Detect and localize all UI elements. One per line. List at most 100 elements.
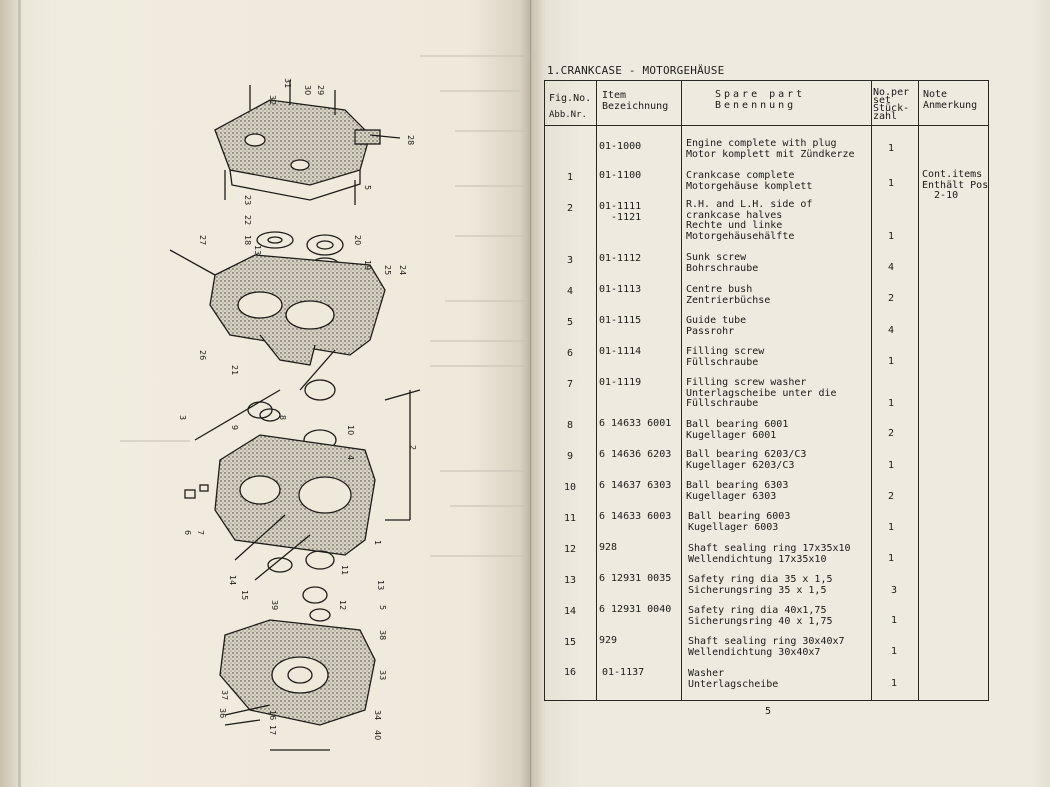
row-4-qty: 2	[888, 293, 895, 304]
row-6-desc: Filling screw Füllschraube	[686, 346, 765, 368]
svg-text:34: 34	[373, 710, 382, 720]
svg-text:10: 10	[346, 425, 355, 435]
row-10-desc: Ball bearing 6303 Kugellager 6303	[686, 480, 789, 502]
parts-table: Fig.No. Abb.Nr. Item Bezeichnung Spare p…	[544, 80, 989, 701]
header-fig-no: Fig.No.	[549, 93, 592, 104]
row-16-fig: 16	[564, 667, 577, 678]
row-11-desc: Ball bearing 6003 Kugellager 6003	[688, 511, 791, 533]
svg-text:26: 26	[198, 350, 207, 360]
row-15-item: 929	[599, 635, 618, 646]
row-2-fig: 2	[567, 203, 574, 214]
row-1-fig: 1	[567, 172, 574, 183]
header-set: set	[873, 95, 892, 106]
row-8-qty: 2	[888, 428, 895, 439]
row-15-desc: Shaft sealing ring 30x40x7 Wellendichtun…	[688, 636, 845, 658]
header-item: Item	[602, 90, 627, 101]
row-7-qty: 1	[888, 398, 895, 409]
svg-text:36: 36	[218, 708, 227, 718]
row-9-qty: 1	[888, 460, 895, 471]
svg-text:4: 4	[346, 455, 355, 460]
right-page	[531, 0, 1050, 787]
svg-text:6: 6	[183, 530, 192, 535]
svg-text:1: 1	[373, 540, 382, 545]
row-5-qty: 4	[888, 325, 895, 336]
row-5-fig: 5	[567, 317, 574, 328]
page-edge	[0, 0, 18, 787]
row-9-desc: Ball bearing 6203/C3 Kugellager 6203/C3	[686, 449, 807, 471]
svg-text:32: 32	[268, 95, 277, 105]
row-15-qty: 1	[891, 646, 898, 657]
svg-text:3: 3	[178, 415, 187, 420]
row-12-desc: Shaft sealing ring 17x35x10 Wellendichtu…	[688, 543, 851, 565]
svg-text:39: 39	[270, 600, 279, 610]
row-11-fig: 11	[564, 513, 577, 524]
header-abb-nr: Abb.Nr.	[549, 110, 587, 120]
header-spare-part: Spare part	[715, 89, 806, 100]
row-3-qty: 4	[888, 262, 895, 273]
svg-text:30: 30	[303, 85, 312, 95]
section-title: 1.CRANKCASE - MOTORGEHÄUSE	[547, 64, 725, 77]
row-0-desc: Engine complete with plug Motor komplett…	[686, 138, 855, 160]
row-16-qty: 1	[891, 678, 898, 689]
row-9-fig: 9	[567, 451, 574, 462]
row-14-desc: Safety ring dia 40x1,75 Sicherungsring 4…	[688, 605, 833, 627]
row-1-item: 01-1100	[599, 170, 642, 181]
row-2-item: 01-1111 -1121	[599, 201, 642, 223]
header-no-per: No.per	[873, 87, 910, 98]
svg-text:14: 14	[228, 575, 237, 585]
page-number: 5	[765, 706, 772, 717]
svg-text:7: 7	[196, 530, 205, 535]
row-4-item: 01-1113	[599, 284, 642, 295]
row-11-qty: 1	[888, 522, 895, 533]
row-14-qty: 1	[891, 615, 898, 626]
svg-text:38: 38	[378, 630, 387, 640]
row-3-desc: Sunk screw Bohrschraube	[686, 252, 759, 274]
row-15-fig: 15	[564, 637, 577, 648]
svg-text:21: 21	[230, 365, 239, 375]
svg-text:15: 15	[240, 590, 249, 600]
row-1-note: Cont.items Enthält Pos 2-10	[922, 169, 989, 201]
svg-text:28: 28	[406, 135, 415, 145]
svg-text:17: 17	[268, 725, 277, 735]
row-13-qty: 3	[891, 585, 898, 596]
svg-text:11: 11	[340, 565, 349, 575]
svg-text:5: 5	[378, 605, 387, 610]
row-13-fig: 13	[564, 575, 577, 586]
svg-text:33: 33	[378, 670, 387, 680]
row-13-desc: Safety ring dia 35 x 1,5 Sicherungsring …	[688, 574, 833, 596]
svg-text:25: 25	[383, 265, 392, 275]
svg-text:40: 40	[373, 730, 382, 740]
exploded-crankcase-diagram: 31 32 30 29 28 5 23 22 18 13 20 27 19 25…	[169, 78, 421, 751]
svg-text:13: 13	[376, 580, 385, 590]
svg-text:23: 23	[243, 195, 252, 205]
row-3-fig: 3	[567, 255, 574, 266]
row-0-item: 01-1000	[599, 141, 642, 152]
row-1-desc: Crankcase complete Motorgehäuse komplett	[686, 170, 813, 192]
row-5-desc: Guide tube Passrohr	[686, 315, 747, 337]
svg-text:18: 18	[243, 235, 252, 245]
svg-text:12: 12	[338, 600, 347, 610]
header-zahl: zahl	[873, 111, 898, 122]
row-2-qty: 1	[888, 231, 895, 242]
page-stack	[18, 0, 21, 787]
row-5-item: 01-1115	[599, 315, 642, 326]
row-7-item: 01-1119	[599, 377, 642, 388]
row-8-desc: Ball bearing 6001 Kugellager 6001	[686, 419, 789, 441]
row-2-desc: R.H. and L.H. side of crankcase halves R…	[686, 199, 813, 242]
row-1-qty: 1	[888, 178, 895, 189]
header-benennung: Benennung	[715, 100, 797, 111]
row-6-qty: 1	[888, 356, 895, 367]
svg-text:37: 37	[220, 690, 229, 700]
svg-text:13: 13	[253, 245, 262, 255]
row-16-desc: Washer Unterlagscheibe	[688, 668, 779, 690]
row-6-item: 01-1114	[599, 346, 642, 357]
row-16-item: 01-1137	[602, 667, 645, 678]
svg-text:29: 29	[316, 85, 325, 95]
svg-text:22: 22	[243, 215, 252, 225]
left-page: 31 32 30 29 28 5 23 22 18 13 20 27 19 25…	[0, 0, 531, 787]
svg-text:31: 31	[283, 78, 292, 88]
row-10-qty: 2	[888, 491, 895, 502]
row-13-item: 6 12931 0035	[599, 573, 672, 584]
row-10-item: 6 14637 6303	[599, 480, 672, 491]
